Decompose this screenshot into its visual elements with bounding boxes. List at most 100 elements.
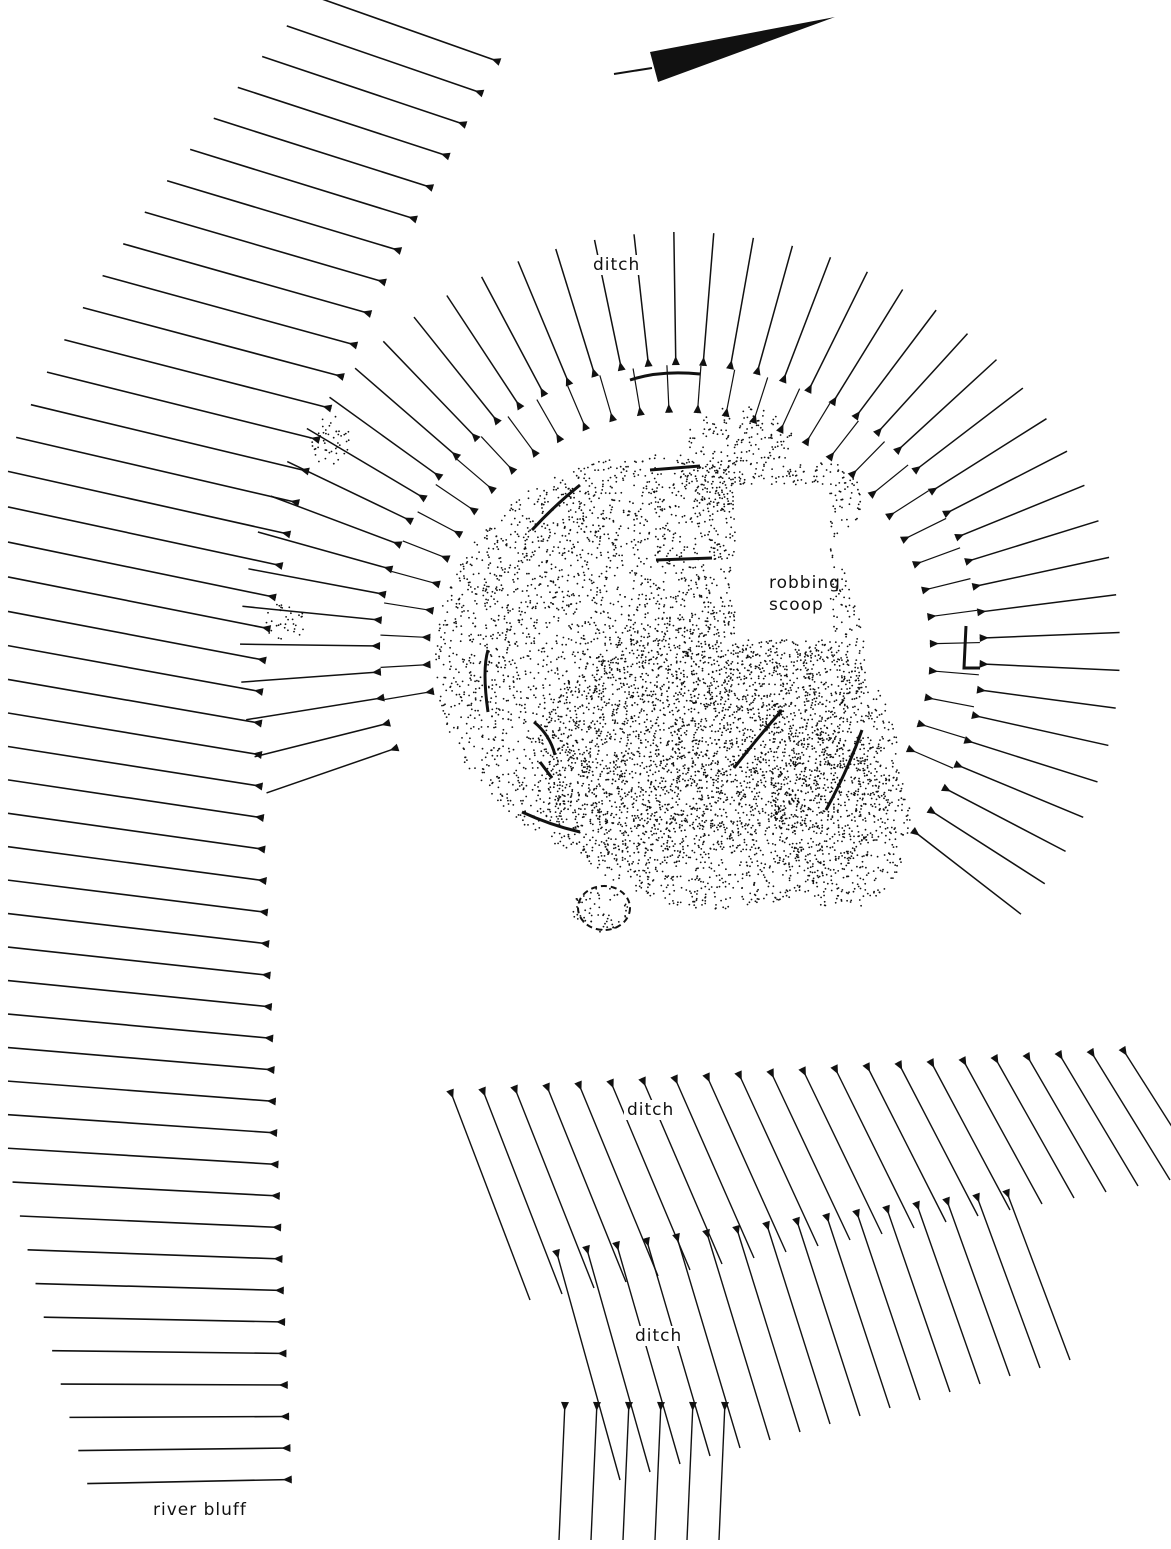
stipple-dot — [559, 840, 562, 843]
stipple-dot — [657, 644, 659, 647]
stipple-dot — [573, 496, 575, 499]
stipple-dot — [515, 769, 518, 772]
stipple-dot — [343, 452, 346, 455]
stipple-dot — [669, 668, 671, 671]
stipple-dot — [739, 782, 742, 784]
stipple-dot — [853, 484, 855, 487]
stipple-dot — [831, 556, 834, 559]
stipple-dot — [584, 909, 587, 912]
stipple-dot — [808, 736, 811, 739]
stipple-dot — [536, 594, 538, 596]
stipple-dot — [766, 694, 769, 697]
stipple-dot — [664, 714, 666, 717]
stipple-dot — [767, 800, 770, 803]
stipple-dot — [667, 668, 670, 671]
stipple-dot — [589, 689, 591, 691]
stipple-dot — [588, 623, 591, 626]
stipple-dot — [444, 703, 446, 706]
stipple-dot — [799, 464, 802, 466]
stipple-dot — [704, 893, 707, 896]
stipple-dot — [685, 835, 687, 838]
stipple-dot — [694, 566, 697, 569]
stipple-dot — [591, 849, 594, 852]
stipple-dot — [450, 682, 453, 685]
stipple-dot — [506, 594, 509, 596]
stipple-dot — [604, 722, 607, 725]
stipple-dot — [579, 705, 581, 708]
stipple-dot — [758, 824, 761, 827]
stipple-dot — [540, 650, 543, 653]
stipple-dot — [541, 576, 543, 579]
stipple-dot — [858, 695, 861, 698]
stipple-dot — [738, 476, 741, 479]
stipple-dot — [659, 546, 662, 549]
stipple-dot — [479, 699, 482, 702]
stipple-dot — [682, 618, 685, 621]
stipple-dot — [835, 589, 838, 592]
stipple-dot — [287, 618, 289, 621]
stipple-dot — [732, 478, 734, 481]
stipple-dot — [855, 641, 858, 643]
stipple-dot — [849, 479, 852, 482]
stipple-dot — [557, 807, 560, 810]
stipple-dot — [620, 605, 623, 608]
stipple-dot — [643, 870, 646, 872]
stipple-dot — [712, 452, 714, 455]
stipple-dot — [579, 753, 581, 755]
stipple-dot — [692, 567, 694, 569]
stipple-dot — [770, 639, 773, 642]
stipple-dot — [777, 706, 780, 709]
stipple-dot — [725, 729, 728, 732]
stipple-dot — [504, 659, 506, 662]
stipple-dot — [699, 725, 702, 727]
stipple-dot — [771, 658, 774, 661]
stipple-dot — [735, 710, 738, 713]
stipple-dot — [487, 547, 490, 550]
stipple-dot — [835, 499, 838, 502]
stipple-dot — [822, 741, 824, 744]
stipple-dot — [518, 703, 521, 706]
stipple-dot — [786, 682, 788, 685]
stipple-dot — [742, 459, 745, 462]
hachure-head — [270, 1192, 280, 1200]
stipple-dot — [698, 522, 701, 525]
hachure-head — [693, 404, 702, 414]
stipple-dot — [762, 469, 764, 471]
stipple-dot — [663, 604, 666, 606]
stipple-dot — [848, 681, 851, 684]
stipple-dot — [719, 808, 721, 810]
stipple-dot — [727, 503, 729, 506]
stipple-dot — [514, 509, 517, 512]
stipple-dot — [612, 519, 615, 522]
stipple-dot — [598, 810, 600, 812]
stipple-dot — [527, 824, 529, 826]
stipple-dot — [337, 442, 339, 444]
stipple-dot — [487, 599, 489, 601]
stipple-dot — [515, 501, 518, 504]
stipple-dot — [633, 484, 635, 487]
stipple-dot — [529, 738, 532, 740]
stipple-dot — [702, 432, 705, 435]
hachure-line — [7, 946, 271, 977]
stipple-dot — [590, 579, 593, 582]
stipple-dot — [732, 780, 735, 783]
stipple-dot — [548, 716, 551, 718]
stipple-dot — [503, 678, 505, 681]
stipple-dot — [685, 521, 687, 524]
stipple-dot — [491, 782, 493, 785]
stipple-dot — [715, 669, 718, 672]
stipple-dot — [626, 514, 629, 517]
stipple-dot — [729, 615, 731, 618]
stipple-dot — [562, 501, 565, 504]
stipple-dot — [563, 682, 566, 685]
stipple-dot — [860, 743, 863, 746]
stipple-dot — [568, 516, 570, 518]
stipple-dot — [667, 643, 670, 645]
stipple-dot — [537, 737, 540, 740]
stipple-dot — [632, 720, 634, 723]
stipple-dot — [571, 551, 574, 554]
stipple-dot — [534, 577, 536, 580]
stipple-dot — [740, 785, 743, 787]
stipple-dot — [669, 836, 672, 839]
stipple-dot — [590, 741, 593, 743]
